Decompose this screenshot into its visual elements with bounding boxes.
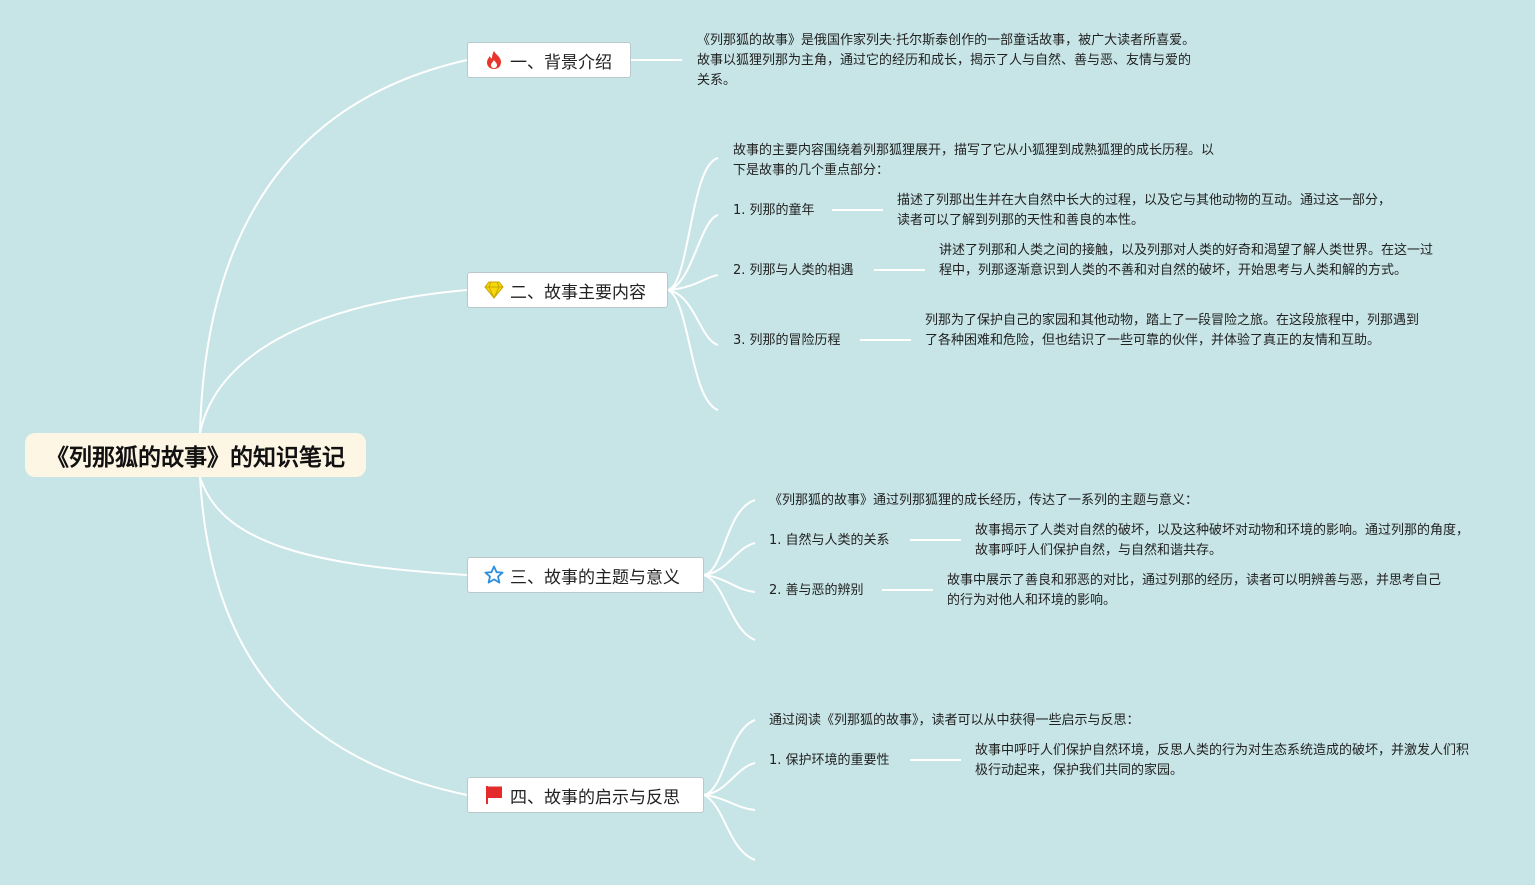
connector-branch2-item3 — [667, 289, 719, 346]
list-item-adventure[interactable]: 3. 列那的冒险历程 — [733, 333, 841, 348]
connector-branch2-item2 — [667, 274, 719, 291]
connector-root-branch1 — [199, 59, 468, 434]
connector-root-branch2 — [199, 289, 468, 434]
list-item-childhood[interactable]: 1. 列那的童年 — [733, 203, 815, 218]
main-content-intro: 故事的主要内容围绕着列那狐狸展开，描写了它从小狐狸到成熟狐狸的成长历程。以下是故… — [733, 143, 1215, 178]
central-topic-label: 《列那狐的故事》的知识笔记 — [46, 445, 345, 471]
list-item-meeting-humans[interactable]: 2. 列那与人类的相遇 — [733, 263, 854, 278]
branch-main-content[interactable]: 二、故事主要内容 — [467, 272, 668, 308]
diamond-icon — [484, 280, 504, 300]
central-topic[interactable]: 《列那狐的故事》的知识笔记 — [25, 433, 366, 477]
branch-main-content-label: 二、故事主要内容 — [510, 282, 646, 303]
connector-branch2-tail — [667, 289, 719, 411]
list-item-nature-humans[interactable]: 1. 自然与人类的关系 — [769, 533, 890, 548]
list-item-good-evil[interactable]: 2. 善与恶的辨别 — [769, 583, 864, 598]
connector-branch3-intro — [703, 499, 756, 576]
branch-background-label: 一、背景介绍 — [510, 52, 612, 73]
branch-theme-meaning[interactable]: 三、故事的主题与意义 — [467, 557, 704, 593]
connector-branch2-intro — [667, 157, 719, 291]
meeting-humans-detail: 讲述了列那和人类之间的接触，以及列那对人类的好奇和渴望了解人类世界。在这一过程中… — [939, 243, 1434, 278]
connector-root-branch3 — [199, 476, 468, 576]
connector-branch4-tail2 — [703, 794, 756, 861]
fire-icon — [484, 50, 504, 70]
childhood-detail: 描述了列那出生并在大自然中长大的过程，以及它与其他动物的互动。通过这一部分，读者… — [897, 193, 1392, 228]
connector-branch3-item2 — [703, 574, 756, 593]
background-text: 《列那狐的故事》是俄国作家列夫·托尔斯泰创作的一部童话故事，被广大读者所喜爱。故… — [697, 33, 1196, 88]
theme-intro: 《列那狐的故事》通过列那狐狸的成长经历，传达了一系列的主题与意义： — [769, 493, 1199, 508]
inspiration-intro: 通过阅读《列那狐的故事》，读者可以从中获得一些启示与反思： — [769, 713, 1140, 728]
connector-branch4-intro — [703, 719, 756, 796]
adventure-detail: 列那为了保护自己的家园和其他动物，踏上了一段冒险之旅。在这段旅程中，列那遇到了各… — [925, 313, 1420, 348]
list-item-protect-environment[interactable]: 1. 保护环境的重要性 — [769, 753, 890, 768]
branch-theme-meaning-label: 三、故事的主题与意义 — [510, 567, 680, 588]
branch-inspiration-reflection-label: 四、故事的启示与反思 — [510, 787, 680, 808]
branch-inspiration-reflection[interactable]: 四、故事的启示与反思 — [467, 777, 704, 813]
branch-background[interactable]: 一、背景介绍 — [467, 42, 631, 78]
good-evil-detail: 故事中展示了善良和邪恶的对比，通过列那的经历，读者可以明辨善与恶，并思考自己的行… — [947, 573, 1442, 608]
nature-humans-detail: 故事揭示了人类对自然的破坏，以及这种破坏对动物和环境的影响。通过列那的角度，故事… — [975, 523, 1470, 558]
flag-icon — [484, 785, 504, 805]
connector-root-branch4 — [199, 476, 468, 796]
star-icon — [484, 565, 504, 585]
connector-branch2-item1 — [667, 214, 719, 291]
connector-branch3-tail — [703, 574, 756, 641]
protect-environment-detail: 故事中呼吁人们保护自然环境，反思人类的行为对生态系统造成的破坏，并激发人们积极行… — [975, 743, 1470, 778]
connector-branch3-item1 — [703, 542, 756, 576]
connector-branch4-item1 — [703, 762, 756, 796]
connector-branch4-tail1 — [703, 794, 756, 811]
